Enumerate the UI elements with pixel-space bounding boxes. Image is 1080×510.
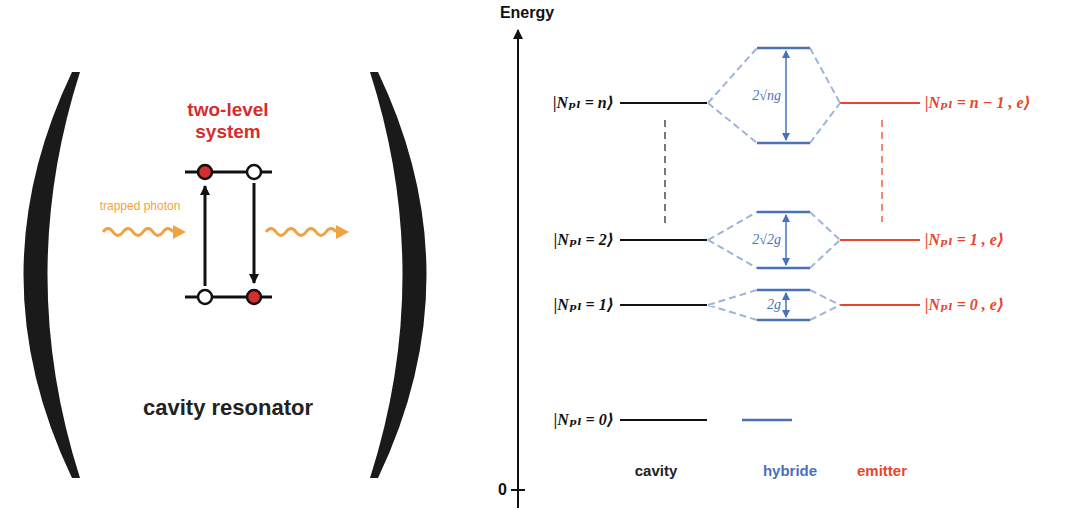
photon-label: trapped photon (100, 200, 181, 214)
emitter-state: |Nₚₗ = n − 1 , e⟩ (925, 94, 1031, 112)
column-label: emitter (857, 462, 907, 479)
photon-arrowhead (336, 225, 349, 239)
axis-zero: 0 (498, 481, 507, 499)
splitting-label: 2√2g (752, 232, 781, 248)
photon-wave (266, 229, 336, 236)
empty-state (198, 290, 212, 304)
splitting-label: 2√ng (752, 88, 781, 104)
ellipsis-dash (664, 120, 666, 225)
axis-tick (511, 489, 525, 491)
occupied-state (247, 290, 261, 304)
cavity-state: |Nₚₗ = n⟩ (553, 94, 614, 112)
emitter-state: |Nₚₗ = 1 , e⟩ (925, 231, 1004, 249)
emitter-levels (840, 103, 920, 305)
photon-wave (103, 229, 173, 236)
ellipsis-dash (881, 120, 883, 222)
empty-state (247, 165, 261, 179)
hybrid-dashes (708, 48, 840, 320)
cavity-title: cavity resonator (143, 395, 313, 420)
photon-arrowhead (173, 225, 186, 239)
cavity-levels (620, 103, 707, 420)
cavity-state: |Nₚₗ = 1⟩ (554, 296, 614, 314)
splitting-arrows (785, 51, 787, 317)
system-label: two-level system (168, 99, 288, 143)
left-mirror (24, 72, 81, 478)
two-level-symbol (185, 172, 272, 297)
hybrid-levels (742, 48, 810, 420)
cavity-state: |Nₚₗ = 0⟩ (554, 411, 614, 429)
emitter-state: |Nₚₗ = 0 , e⟩ (925, 296, 1004, 314)
axis-title: Energy (500, 4, 554, 22)
energy-axis (517, 30, 519, 508)
column-label: cavity (635, 462, 678, 479)
cavity-state: |Nₚₗ = 2⟩ (554, 231, 614, 249)
column-label: hybride (763, 462, 817, 479)
splitting-label: 2g (767, 297, 781, 313)
occupied-state (198, 165, 212, 179)
right-mirror (370, 72, 427, 478)
